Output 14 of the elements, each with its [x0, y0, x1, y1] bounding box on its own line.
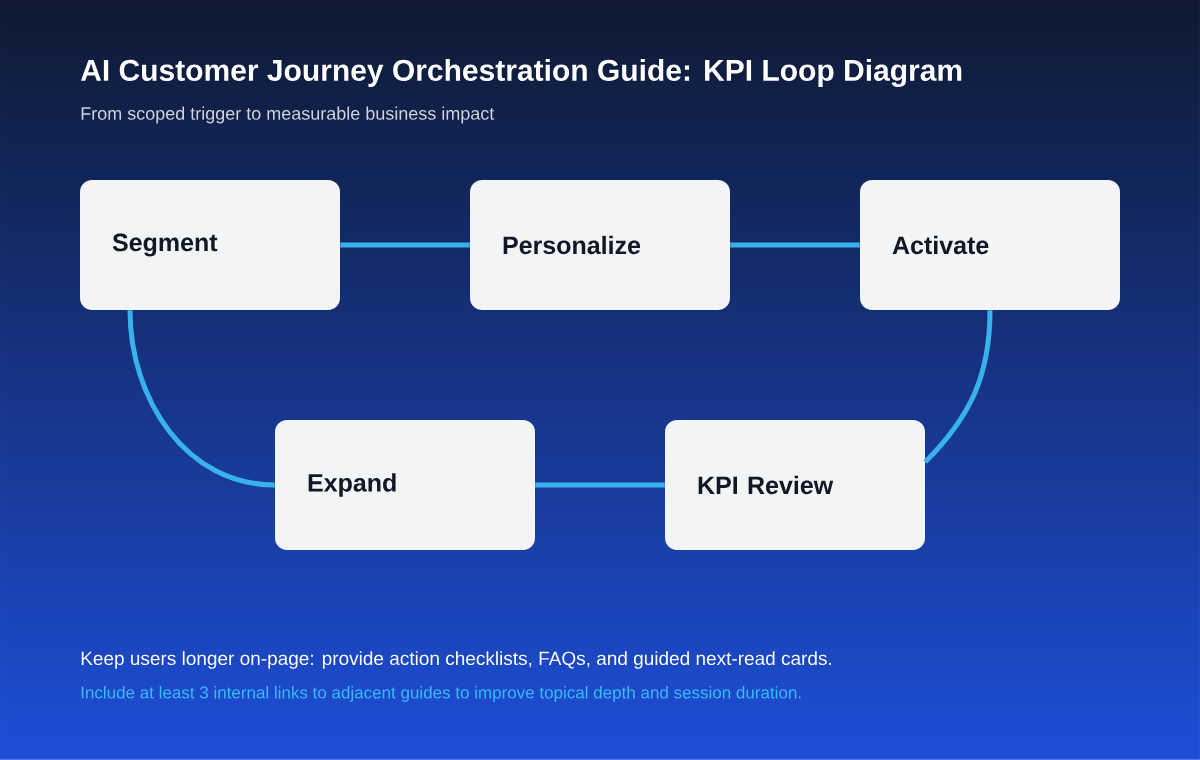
connector-line [923, 310, 993, 464]
note-text: Include at least 3 internal links to adjacent guides to improve topical depth and session duration. [81, 686, 801, 702]
step-box: Segment [80, 180, 340, 310]
title: AI Customer Journey Orchestration Guide: KPI Loop Diagram [80, 58, 962, 88]
connector-line [127, 310, 275, 488]
subtitle: From scoped trigger to measurable business impact [81, 106, 495, 124]
step-box: KPI Review [665, 420, 925, 550]
connector-line [730, 242, 860, 248]
step-box: Personalize [470, 180, 730, 310]
connector-line [340, 242, 470, 248]
step-box: Expand [275, 420, 535, 550]
step-box: Activate [860, 180, 1120, 310]
connector-line [535, 482, 665, 488]
note-text: Keep users longer on-page: provide action checklists, FAQs, and guided next-read cards. [81, 651, 832, 669]
